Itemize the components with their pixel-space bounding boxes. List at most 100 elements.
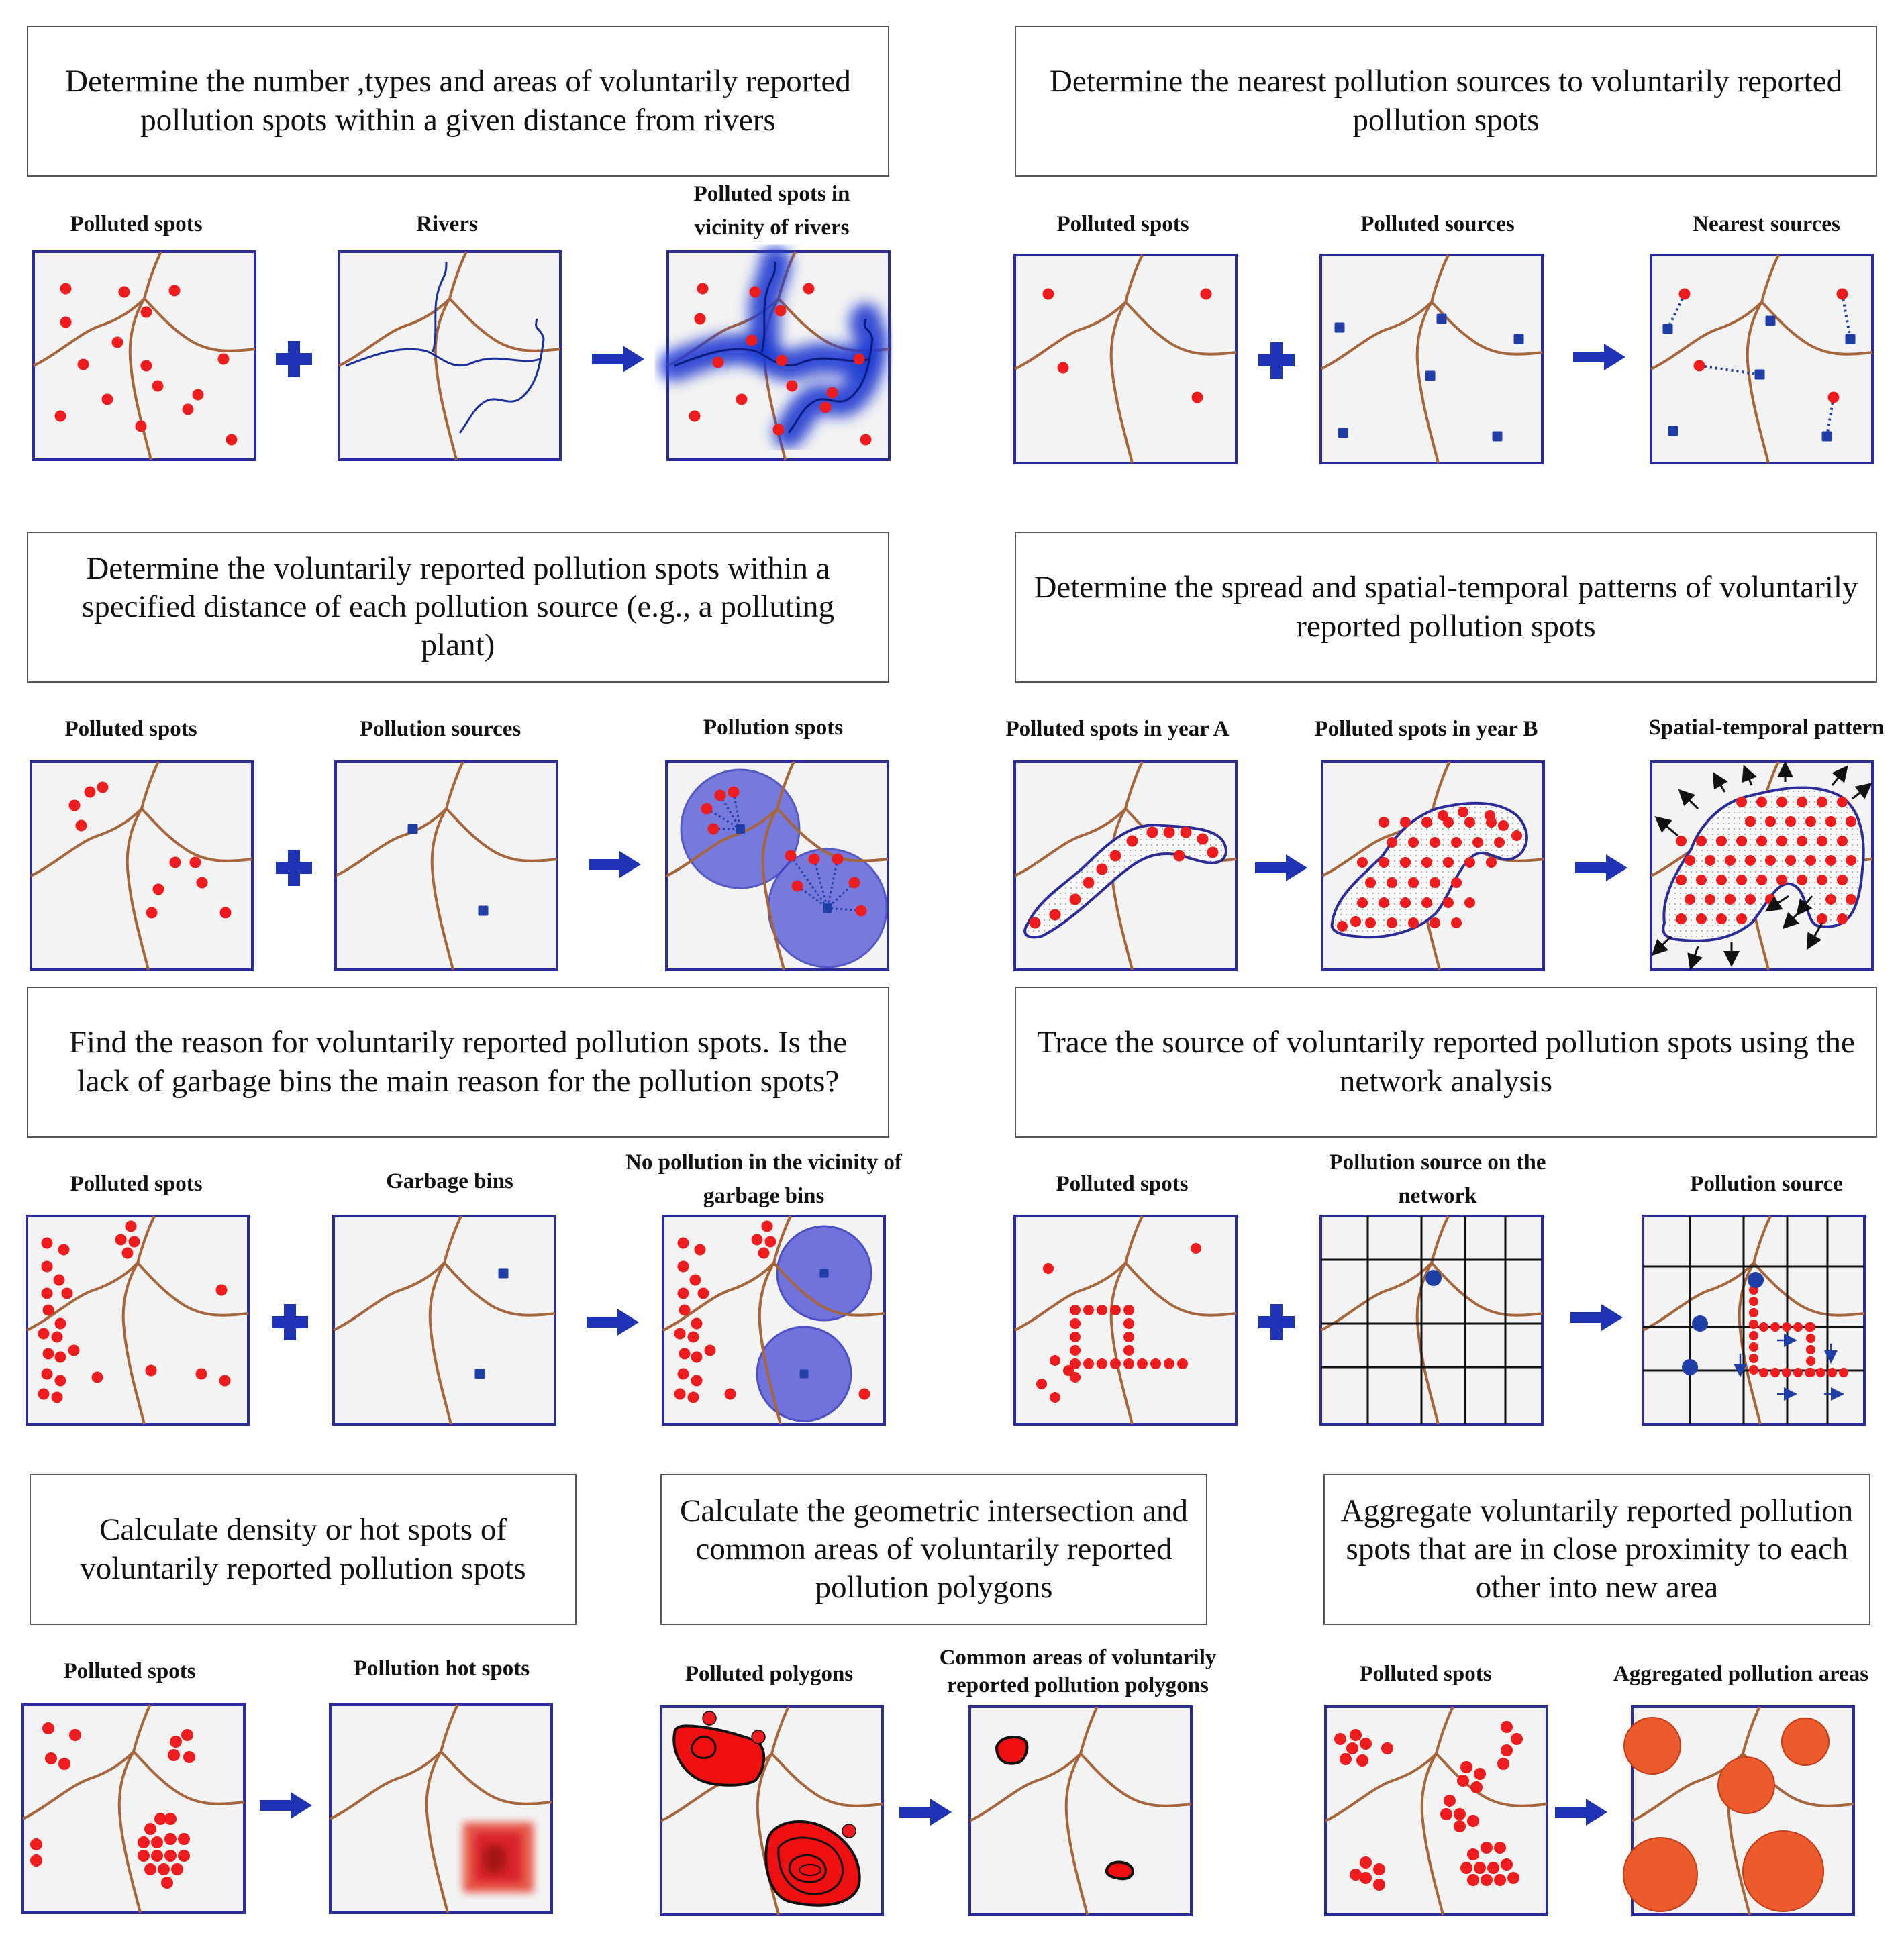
pollution-spot [1070,1332,1081,1342]
pollution-spot [1460,1862,1472,1874]
pollution-spot [1454,1820,1466,1832]
pollution-source [1513,334,1524,344]
pollution-spot [1123,1318,1134,1329]
pollution-spot [691,1317,703,1330]
pollution-spot [1685,894,1695,905]
pollution-spot [1481,1842,1493,1854]
pollution-spot [1049,909,1061,921]
pollution-source [474,1369,485,1379]
pollution-spot [1197,833,1209,845]
road [1014,301,1127,370]
pollution-spot [697,283,709,295]
pollution-spot [1481,1874,1493,1886]
pollution-spot [1793,1322,1803,1332]
task-box-distance-of-source: Determine the voluntarily reported pollu… [27,532,889,683]
pollution-spot [1749,1308,1758,1317]
pollution-spot [161,1877,173,1889]
pollution-spot [178,1833,190,1845]
arrow-operator [1573,344,1625,370]
pollution-source [478,905,489,916]
task-box-network-trace: Trace the source of voluntarily reported… [1015,987,1877,1138]
map-spots-year-a [1013,760,1238,971]
plus-bar [1270,342,1283,379]
arrow-head [291,1792,312,1819]
pollution-spot [58,1244,70,1256]
map-aggregated-areas [1623,1705,1855,1916]
pollution-spot [1676,875,1687,885]
pollution-spot [1451,837,1462,848]
pollution-spot [164,1850,177,1862]
pollution-spot [1816,1368,1825,1377]
pollution-spot [1806,1368,1815,1377]
pollution-spot [1036,1379,1047,1389]
arrow-shaft [589,859,622,870]
pollution-spot [1756,875,1767,885]
pollution-spot [791,880,803,892]
pollution-spot [1797,836,1807,846]
pollution-spot [38,1388,50,1400]
pollution-spot [1817,875,1827,885]
road [136,1262,249,1317]
pollution-spot [1837,913,1848,924]
network-source [1425,1270,1442,1286]
pollution-spot [758,1247,770,1259]
road [1325,1752,1438,1822]
pollution-spot [169,856,181,868]
map-no-pollution-near-bins [662,1215,886,1426]
road [1415,1215,1450,1425]
pollution-spot [30,1838,42,1850]
road [1064,1706,1099,1916]
pollution-spot [1180,826,1192,838]
pollution-spot [1839,1368,1848,1377]
panel-label: Nearest sources [1693,212,1840,236]
pollution-spot [1749,1297,1758,1306]
pollution-spot [1164,1358,1174,1369]
pollution-source [1754,369,1765,380]
pollution-spot [803,283,815,295]
pollution-spot [701,803,713,815]
pollution-spot [38,1328,50,1340]
pollution-spot [54,1317,66,1330]
pollution-source [1845,334,1856,344]
pollution-spot [1817,797,1827,807]
pollution-spot [144,1823,156,1835]
pollution-spot [1443,897,1454,908]
map-polluted-spots [1013,254,1238,464]
pollution-spot [164,1813,177,1825]
pollution-spot [1765,816,1776,827]
pollution-spot [1745,894,1756,905]
pollution-spot [1096,863,1108,875]
map-polluted-spots [26,1215,250,1426]
pollution-spot [84,786,96,798]
pollution-spot [158,1863,170,1875]
pollution-spot [1083,1358,1094,1369]
road-network [330,1704,552,1913]
pollution-spot [217,353,230,365]
pollution-spot [1685,855,1695,866]
pollution-spot [1474,1862,1486,1874]
arrow-head [1601,1304,1623,1331]
pollution-spot [1825,855,1836,866]
pollution-spot [1408,877,1419,888]
road [117,1704,152,1913]
spread-arrow [1651,935,1672,956]
pollution-spot [853,353,865,365]
pollution-spot [751,1234,763,1246]
spread-arrow [1678,789,1699,810]
pollution-spot [1716,875,1727,885]
pollution-spot [1454,1808,1466,1820]
pollution-spot [1472,837,1483,848]
pollution-spot [1451,877,1462,888]
pollution-spot [182,403,194,415]
pollution-spot [819,401,832,413]
pollution-spot [1776,875,1787,885]
pollution-polygon [777,1836,844,1895]
pollution-spot [1716,836,1727,846]
link [813,858,829,909]
pollution-spot [68,799,81,811]
pollution-spot [674,1328,686,1340]
pollution-spot [761,1220,773,1232]
pollution-spot [58,1758,70,1770]
arrow-shaft [1555,1807,1589,1818]
pollution-spot [1400,857,1411,868]
